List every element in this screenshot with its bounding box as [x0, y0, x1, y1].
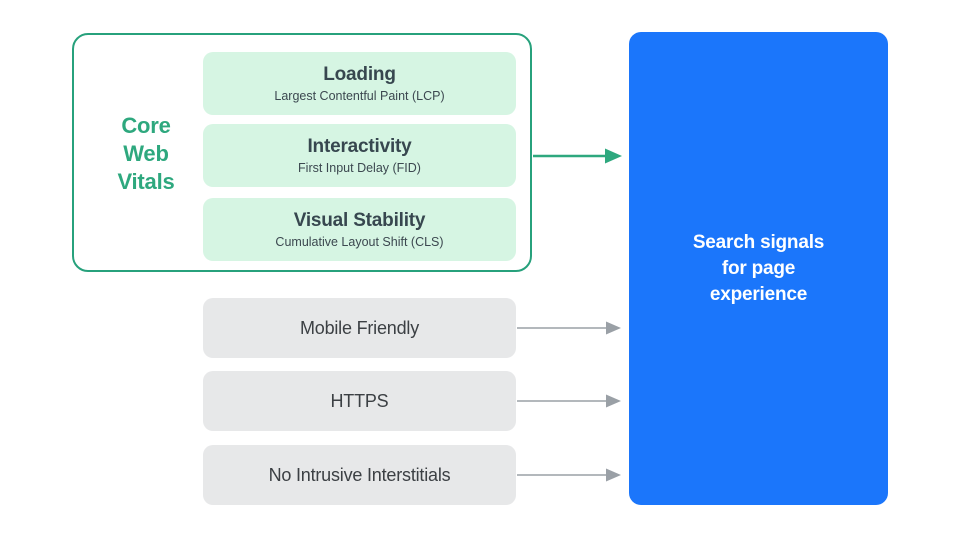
search-signals-line-3: experience — [709, 283, 808, 305]
search-signals-box[interactable]: Search signals for page experience — [629, 32, 888, 505]
signal-box-https[interactable]: HTTPS — [203, 371, 516, 431]
vital-card-subtitle: First Input Delay (FID) — [298, 160, 421, 175]
core-web-vitals-arrow-icon — [533, 148, 622, 164]
mobile-friendly-arrow-icon — [517, 321, 621, 335]
no-intrusive-interstitials-arrow-icon — [517, 468, 621, 482]
signal-box-mobile-friendly[interactable]: Mobile Friendly — [203, 298, 516, 358]
core-web-vitals-label-line-3: Vitals — [117, 169, 175, 194]
search-signals-line-1: Search signals — [692, 231, 825, 253]
signal-box-label: HTTPS — [330, 390, 389, 411]
vital-card-subtitle: Largest Contentful Paint (LCP) — [274, 88, 445, 103]
search-signals-text: Search signals for page experience — [692, 230, 825, 308]
signal-box-label: Mobile Friendly — [299, 317, 420, 338]
vital-card-subtitle: Cumulative Layout Shift (CLS) — [275, 234, 444, 249]
signal-box-no-intrusive-interstitials[interactable]: No Intrusive Interstitials — [203, 445, 516, 505]
vital-card-interactivity[interactable]: Interactivity First Input Delay (FID) — [203, 124, 516, 187]
vital-card-loading[interactable]: Loading Largest Contentful Paint (LCP) — [203, 52, 516, 115]
search-signals-line-2: for page — [721, 257, 796, 279]
vital-card-title: Interactivity — [307, 135, 412, 157]
vital-card-title: Visual Stability — [293, 209, 426, 231]
vital-card-title: Loading — [323, 63, 396, 85]
vital-card-visual-stability[interactable]: Visual Stability Cumulative Layout Shift… — [203, 198, 516, 261]
core-web-vitals-group — [72, 33, 532, 272]
core-web-vitals-label: Core Web Vitals — [100, 112, 192, 196]
signal-box-label: No Intrusive Interstitials — [268, 464, 451, 485]
core-web-vitals-label-line-2: Web — [123, 141, 169, 166]
core-web-vitals-label-line-1: Core — [121, 113, 171, 138]
https-arrow-icon — [517, 394, 621, 408]
